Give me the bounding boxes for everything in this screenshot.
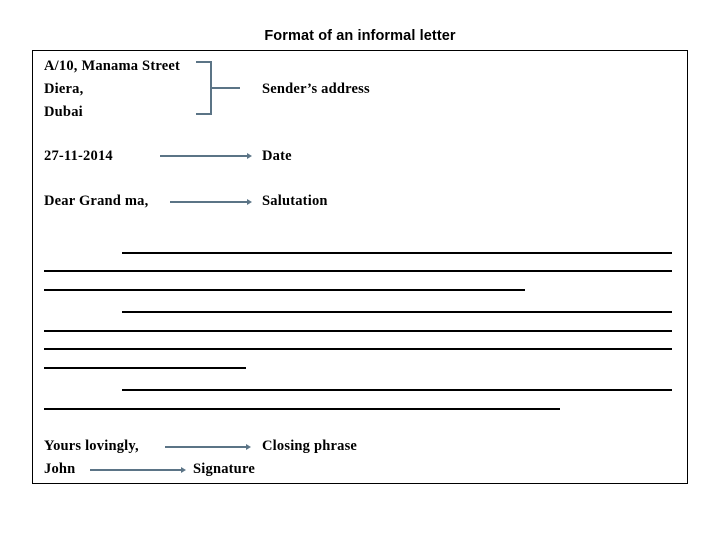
date-value: 27-11-2014	[44, 148, 113, 164]
brace-connector-sender-address	[196, 61, 258, 115]
brace-bottom-stub	[196, 113, 211, 115]
sender-address-line-3: Dubai	[44, 104, 83, 120]
letter-body-line	[122, 311, 672, 314]
label-closing-phrase: Closing phrase	[262, 438, 358, 454]
letter-body-line	[44, 348, 672, 351]
letter-body-line	[44, 408, 560, 411]
letter-body-line	[44, 330, 672, 333]
letter-body-line	[44, 270, 672, 273]
brace-top-stub	[196, 61, 211, 63]
letter-body-line	[44, 367, 246, 370]
page-title: Format of an informal letter	[264, 28, 456, 44]
letter-body-line	[44, 289, 525, 292]
label-date: Date	[262, 148, 292, 164]
closing-phrase-value: Yours lovingly,	[44, 438, 139, 454]
salutation-value: Dear Grand ma,	[44, 193, 149, 209]
label-salutation: Salutation	[262, 193, 328, 209]
brace-middle-stub	[210, 87, 240, 89]
label-signature: Signature	[193, 461, 255, 477]
sender-address-line-2: Diera,	[44, 81, 84, 97]
letter-body-line	[122, 389, 672, 392]
letter-frame	[32, 50, 688, 484]
letter-body-line	[122, 252, 672, 255]
signature-value: John	[44, 461, 76, 477]
label-sender-address: Sender’s address	[262, 81, 370, 97]
sender-address-line-1: A/10, Manama Street	[44, 58, 181, 74]
